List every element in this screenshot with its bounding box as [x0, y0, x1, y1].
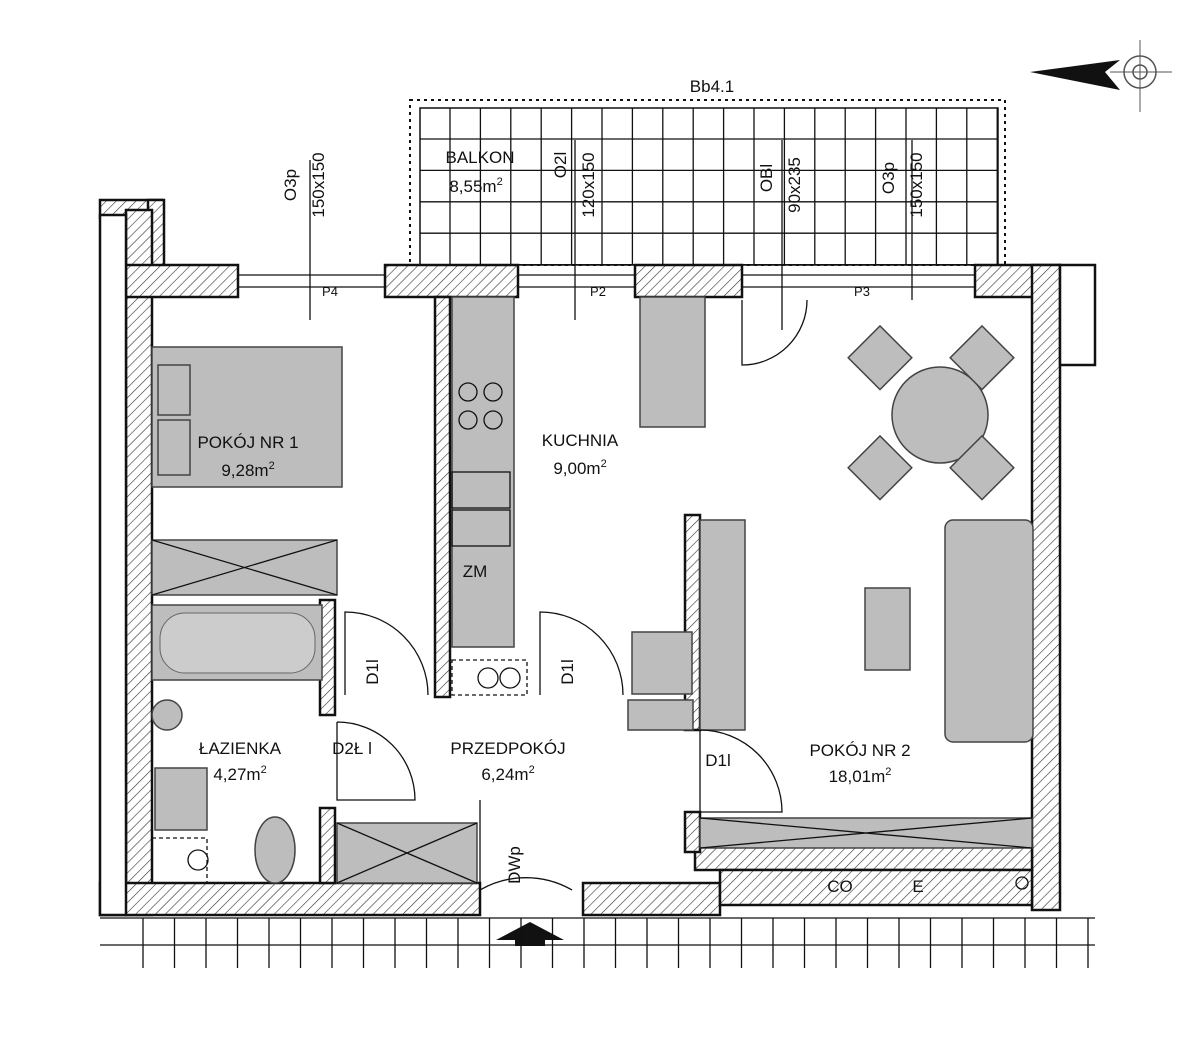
- furniture: [151, 296, 1034, 890]
- room-name: BALKON: [446, 148, 515, 167]
- sill-label: P2: [590, 284, 606, 299]
- door-code: D1l: [363, 659, 382, 685]
- room-name: POKÓJ NR 1: [197, 433, 298, 452]
- meter-label: ZM: [463, 562, 488, 581]
- windows: [238, 140, 975, 366]
- window-size: 120x150: [579, 152, 598, 217]
- walls: [98, 198, 1097, 917]
- door-code: DWp: [505, 846, 524, 884]
- room-area: 18,01m2: [829, 766, 892, 786]
- room-name: ŁAZIENKA: [199, 739, 282, 758]
- door-code: D2Ł l: [332, 739, 372, 758]
- building-ref: Bb4.1: [690, 77, 734, 96]
- sill-label: P3: [854, 284, 870, 299]
- window-size: 150x150: [309, 152, 328, 217]
- window-code: O3p: [879, 162, 898, 194]
- room-name: PRZEDPOKÓJ: [450, 739, 565, 758]
- room-area: 9,00m2: [553, 458, 606, 478]
- door-code: D1l: [558, 659, 577, 685]
- door-code: D1l: [705, 751, 731, 770]
- sill-label: P4: [322, 284, 338, 299]
- electric-label: E: [912, 877, 923, 896]
- window-code: O2l: [551, 152, 570, 178]
- window-size: 90x235: [785, 157, 804, 213]
- room-area: 4,27m2: [213, 764, 266, 784]
- door-swings: [336, 611, 783, 892]
- corridor-tiles: [100, 917, 1095, 968]
- room-area: 6,24m2: [481, 764, 534, 784]
- room-name: KUCHNIA: [542, 431, 619, 450]
- room-area: 9,28m2: [221, 460, 274, 480]
- heating-label: CO: [827, 877, 853, 896]
- window-code: OBl: [757, 164, 776, 192]
- room-area: 8,55m2: [449, 176, 502, 196]
- window-size: 150x150: [907, 152, 926, 217]
- room-name: POKÓJ NR 2: [809, 741, 910, 760]
- entrance-arrow-icon: [496, 922, 564, 946]
- compass-icon: [1030, 40, 1172, 112]
- window-code: O3p: [281, 169, 300, 201]
